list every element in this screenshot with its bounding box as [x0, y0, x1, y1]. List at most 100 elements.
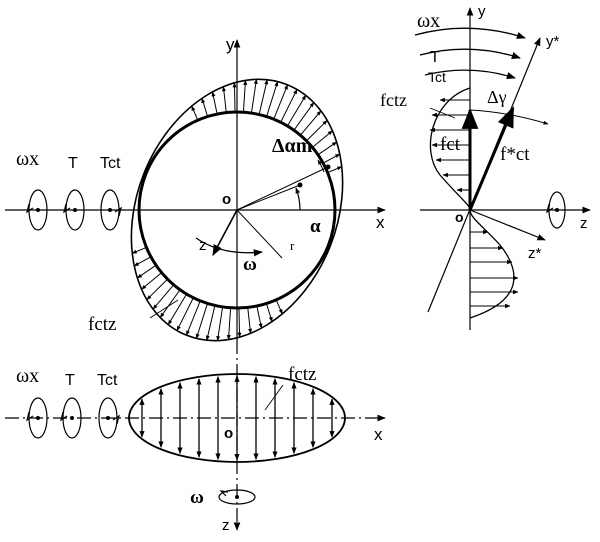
radial-distribution-view: ωx y y* T Tct Δγ fctz fct f*ct o z z*: [380, 3, 591, 330]
right-y-star-label: y*: [546, 33, 560, 50]
crescent-arrow: [136, 264, 157, 279]
right-z-star-label: z*: [528, 245, 542, 262]
crescent-arrow: [232, 82, 237, 113]
crescent-arrow: [273, 84, 289, 120]
omega-x-label-right: ωx: [417, 10, 440, 32]
crescent-arrow: [293, 102, 315, 131]
crescent-arrow: [256, 305, 263, 329]
crescent-arrow: [237, 307, 242, 338]
alpha-arc: [295, 187, 301, 211]
torque-Tct-symbol-bottom: [98, 397, 120, 439]
fct-star-label: f*ct: [500, 144, 530, 165]
alpha-label: α: [310, 216, 321, 237]
omega-label: ω: [243, 254, 257, 275]
crescent-arrow: [317, 141, 338, 156]
crescent-arrow: [211, 91, 218, 115]
crescent-arrow: [152, 284, 175, 310]
cross-section-view: y x o z ω r α Δαm fctz: [5, 35, 386, 342]
crescent-arrow: [299, 110, 322, 136]
T-arc-right: [419, 48, 521, 59]
Tct-arc-right: [424, 69, 516, 80]
torque-symbols-top: ωx T Tct: [16, 148, 122, 231]
crescent-arrow: [242, 79, 248, 113]
fctz-leader-right: [429, 107, 456, 119]
delta-alpha-arc: [317, 159, 325, 173]
fctz-label-bottom: fctz: [288, 364, 316, 385]
radius-label: r: [290, 238, 295, 253]
side-x-label: x: [374, 425, 383, 444]
omega-symbol-bottom: [218, 489, 256, 505]
delta-alpha-label: Δαm: [272, 135, 313, 157]
angle-line-max: [236, 184, 301, 211]
omega-x-label-top: ωx: [16, 148, 39, 170]
omega-x-symbol-bottom: [26, 397, 48, 439]
crescent-arrow: [226, 307, 232, 341]
x-axis-label: x: [376, 213, 385, 232]
Tct-label-bottom: Tct: [97, 372, 118, 389]
crescent-arrow: [131, 246, 147, 254]
crescent-arrow: [167, 293, 188, 326]
torque-T-symbol-top: [63, 189, 85, 231]
angle-point: [297, 182, 303, 188]
Tct-label-top: Tct: [100, 155, 121, 172]
z-axis-label: z: [199, 237, 207, 254]
crescent-arrow: [201, 97, 209, 117]
crescent-arrow: [250, 78, 258, 114]
T-label-top: T: [68, 155, 78, 172]
delta-gamma-arc: [469, 109, 549, 125]
crescent-arrow: [216, 306, 224, 342]
crescent-arrow: [322, 153, 341, 164]
crescent-arrow: [280, 88, 298, 123]
z-axis: [212, 209, 238, 256]
max-point: [325, 164, 331, 170]
torque-symbols-bottom: ωx T Tct: [16, 365, 120, 439]
T-label-right: T: [430, 49, 440, 66]
fct-label: fct: [440, 134, 461, 155]
omega-x-arc-right: [414, 27, 526, 39]
fct-star-arrow: [468, 106, 515, 211]
radius-line: [236, 209, 283, 259]
crescent-arrow: [266, 81, 279, 117]
crescent-arrow: [159, 289, 181, 318]
crescent-arrow: [141, 272, 162, 290]
crescent-arrow: [247, 307, 253, 334]
right-origin-label: o: [455, 209, 464, 225]
y-axis-label: y: [226, 35, 235, 54]
crescent-arrow: [306, 119, 328, 142]
crescent-arrow: [146, 278, 168, 301]
side-z-label: z: [222, 517, 230, 534]
crescent-arrow: [265, 303, 273, 323]
crescent-arrow: [133, 256, 152, 267]
crescent-stress-arrows: [131, 78, 343, 342]
crescent-arrow: [185, 300, 201, 336]
crescent-arrow: [221, 86, 227, 113]
torque-Tct-symbol-top: [100, 189, 122, 231]
crescent-arrow: [205, 305, 216, 341]
crescent-arrow: [312, 130, 333, 148]
omega-arc: [195, 237, 263, 257]
T-label-bottom: T: [65, 372, 75, 389]
torque-T-symbol-bottom: [60, 397, 82, 439]
omega-x-symbol-top: [26, 189, 48, 231]
Tct-label-right: Tct: [428, 69, 446, 85]
side-omega-label: ω: [190, 487, 204, 508]
crescent-arrow: [191, 105, 199, 121]
delta-gamma-label: Δγ: [487, 87, 507, 107]
origin-label: o: [222, 191, 231, 208]
fctz-leader-top: [149, 299, 179, 319]
crescent-arrow: [258, 79, 269, 115]
crescent-arrow: [275, 299, 283, 315]
angle-line-alpha: [236, 165, 331, 211]
fctz-label-right: fctz: [380, 90, 407, 110]
right-z-label: z: [580, 215, 588, 232]
side-origin-label: o: [224, 425, 233, 442]
fctz-label-top: fctz: [88, 314, 116, 335]
crescent-arrow: [195, 303, 208, 339]
fctz-leader-bottom: [264, 384, 284, 411]
crescent-arrow: [327, 166, 343, 174]
right-y-label: y: [478, 3, 486, 20]
right-z-star-axis: [469, 209, 546, 241]
crescent-arrow: [286, 94, 307, 127]
